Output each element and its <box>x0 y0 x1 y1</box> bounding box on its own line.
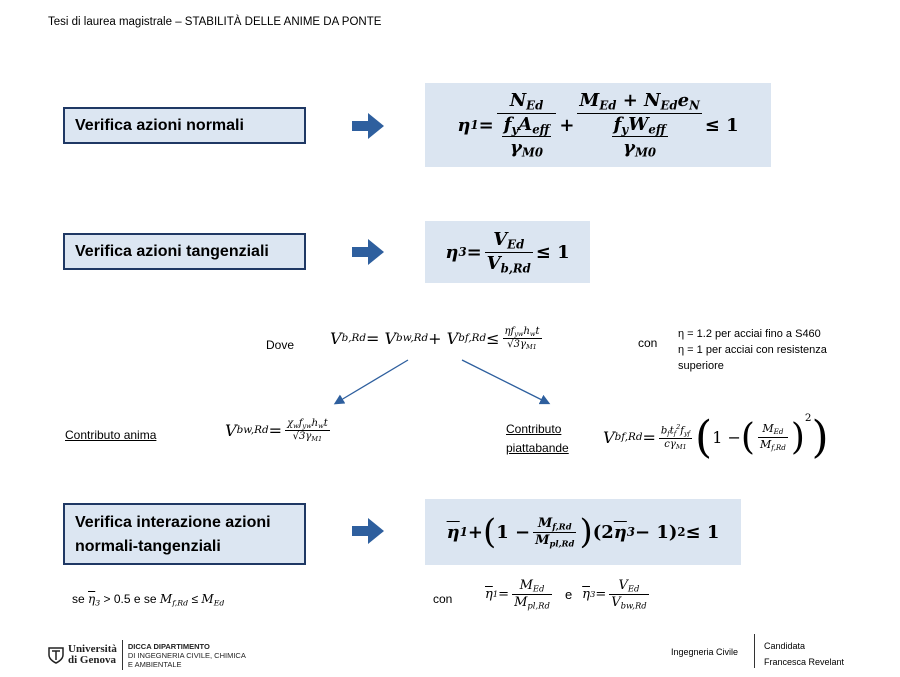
section-label-shear: Verifica azioni tangenziali <box>63 233 306 270</box>
right-arrow-icon <box>352 518 384 544</box>
condition-text: se η3 > 0.5 e se Mf,Rd ≤ MEd <box>72 592 225 608</box>
university-crest-icon <box>48 647 64 664</box>
split-arrows <box>333 359 551 405</box>
slide-header: Tesi di laurea magistrale – STABILITÀ DE… <box>48 16 382 28</box>
dove-label: Dove <box>266 338 295 352</box>
defs-con-label: con <box>433 592 453 606</box>
right-arrow-icon <box>352 113 384 139</box>
course-label: Ingegneria Civile <box>671 647 739 657</box>
section-label-normal: Verifica azioni normali <box>63 107 306 144</box>
con-label: con <box>638 336 658 350</box>
contributo-anima-label: Contributo anima <box>65 428 157 442</box>
right-arrow-icon <box>352 239 384 265</box>
footer-divider <box>754 634 755 668</box>
